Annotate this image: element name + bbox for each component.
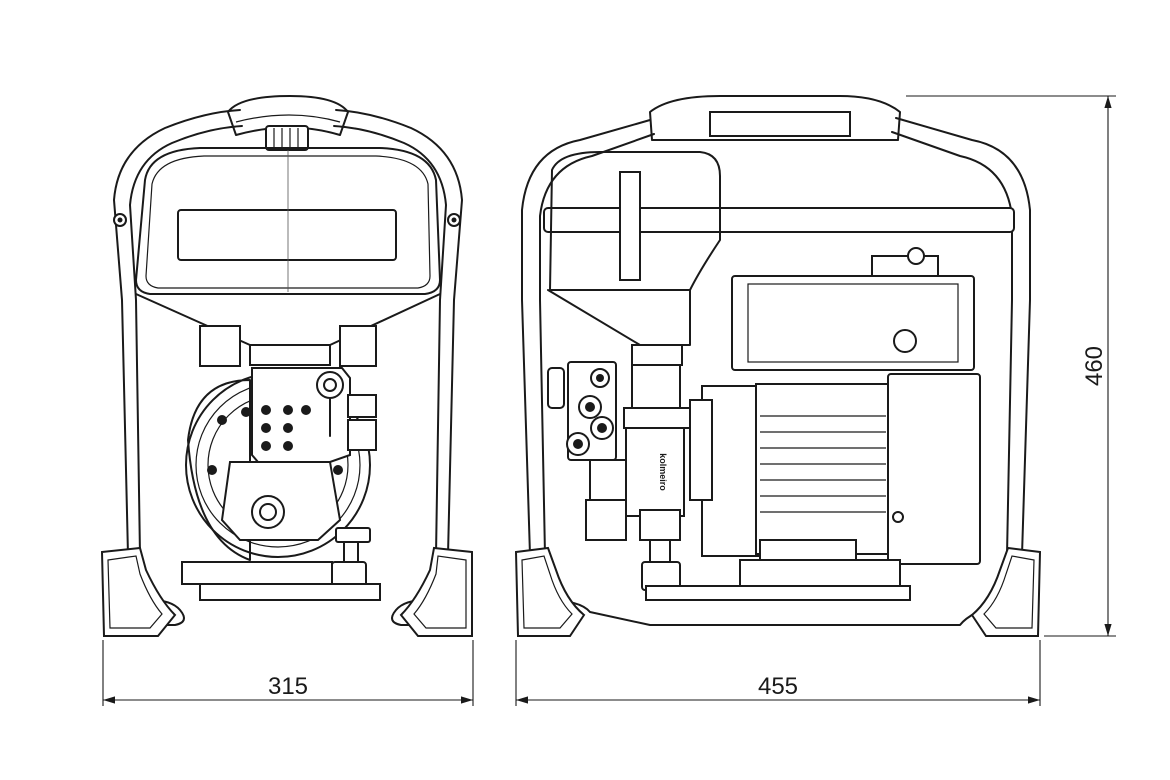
front-width-label: 315 xyxy=(268,673,308,700)
side-feet xyxy=(514,546,1042,637)
front-frame xyxy=(113,95,463,556)
side-engine xyxy=(701,247,981,565)
side-view: kolmeiro xyxy=(514,95,1042,637)
side-width-label: 455 xyxy=(758,673,798,700)
side-pump: kolmeiro xyxy=(547,361,911,601)
side-frame xyxy=(521,95,1031,556)
dimension-height: 460 xyxy=(906,95,1116,637)
dimension-side-width: 455 xyxy=(515,640,1041,706)
height-label: 460 xyxy=(1081,346,1108,386)
front-pump-assembly xyxy=(181,325,381,601)
front-view xyxy=(100,95,473,637)
brand-marking: kolmeiro xyxy=(658,453,668,491)
front-feet xyxy=(100,546,473,637)
side-tank xyxy=(547,151,721,366)
dimension-front-width: 315 xyxy=(102,640,474,706)
front-tank xyxy=(135,147,441,366)
